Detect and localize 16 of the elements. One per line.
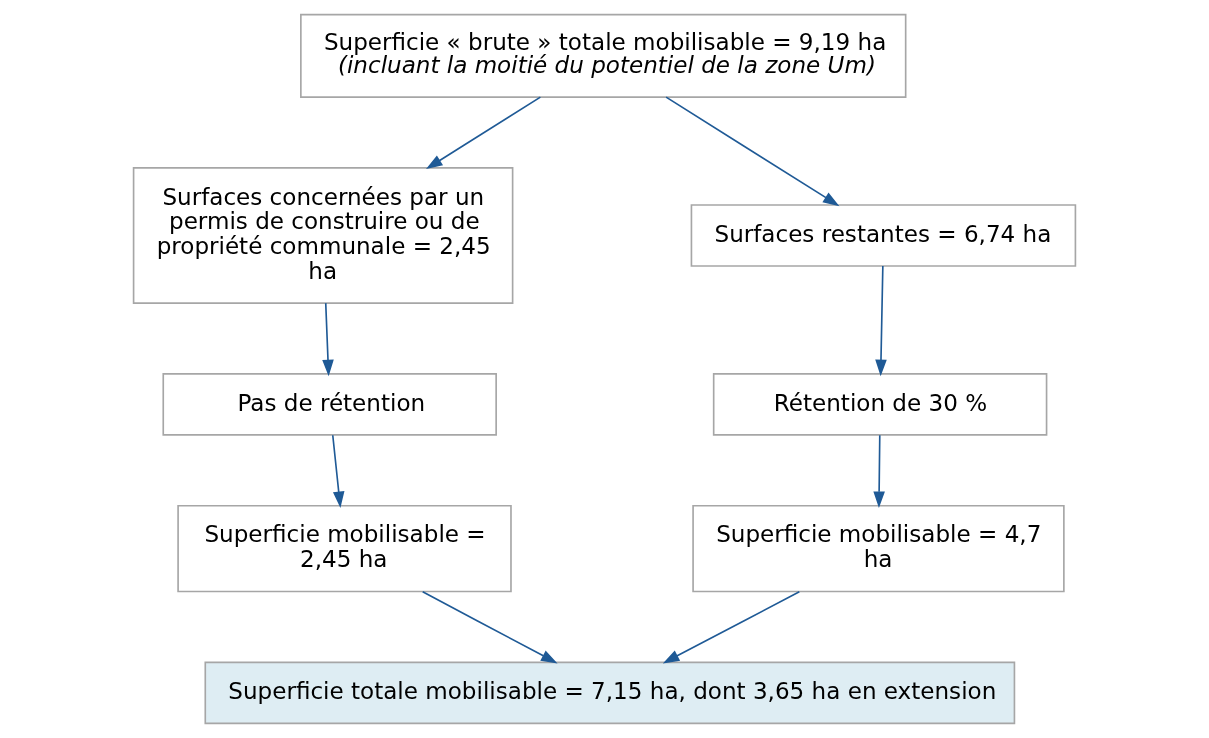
arrow [875,265,887,377]
node-box: Surfaces concernées par un permis de construire ou de propriété communale = 2,45 ha [132,167,514,304]
arrow [662,590,801,664]
arrow [421,590,558,664]
node-box: Superficie mobilisable = 4,7 ha [692,504,1065,593]
arrow [665,96,840,207]
arrow [426,96,542,170]
node-box: Rétention de 30 % [712,373,1048,436]
arrow [322,302,334,377]
node-box: Superficie totale mobilisable = 7,15 ha, dont 3,65 ha en extension [204,661,1016,725]
node-box: Superficie « brute » totale mobilisable = 9,19 ha (incluant la moitié du potentiel de la zone Um) [300,13,907,98]
node-box: Pas de rétention [162,373,497,436]
node-box: Superficie mobilisable = 2,45 ha [177,504,512,593]
node-box: Surfaces restantes = 6,74 ha [690,204,1077,267]
arrow [331,434,345,508]
arrow [873,434,885,509]
